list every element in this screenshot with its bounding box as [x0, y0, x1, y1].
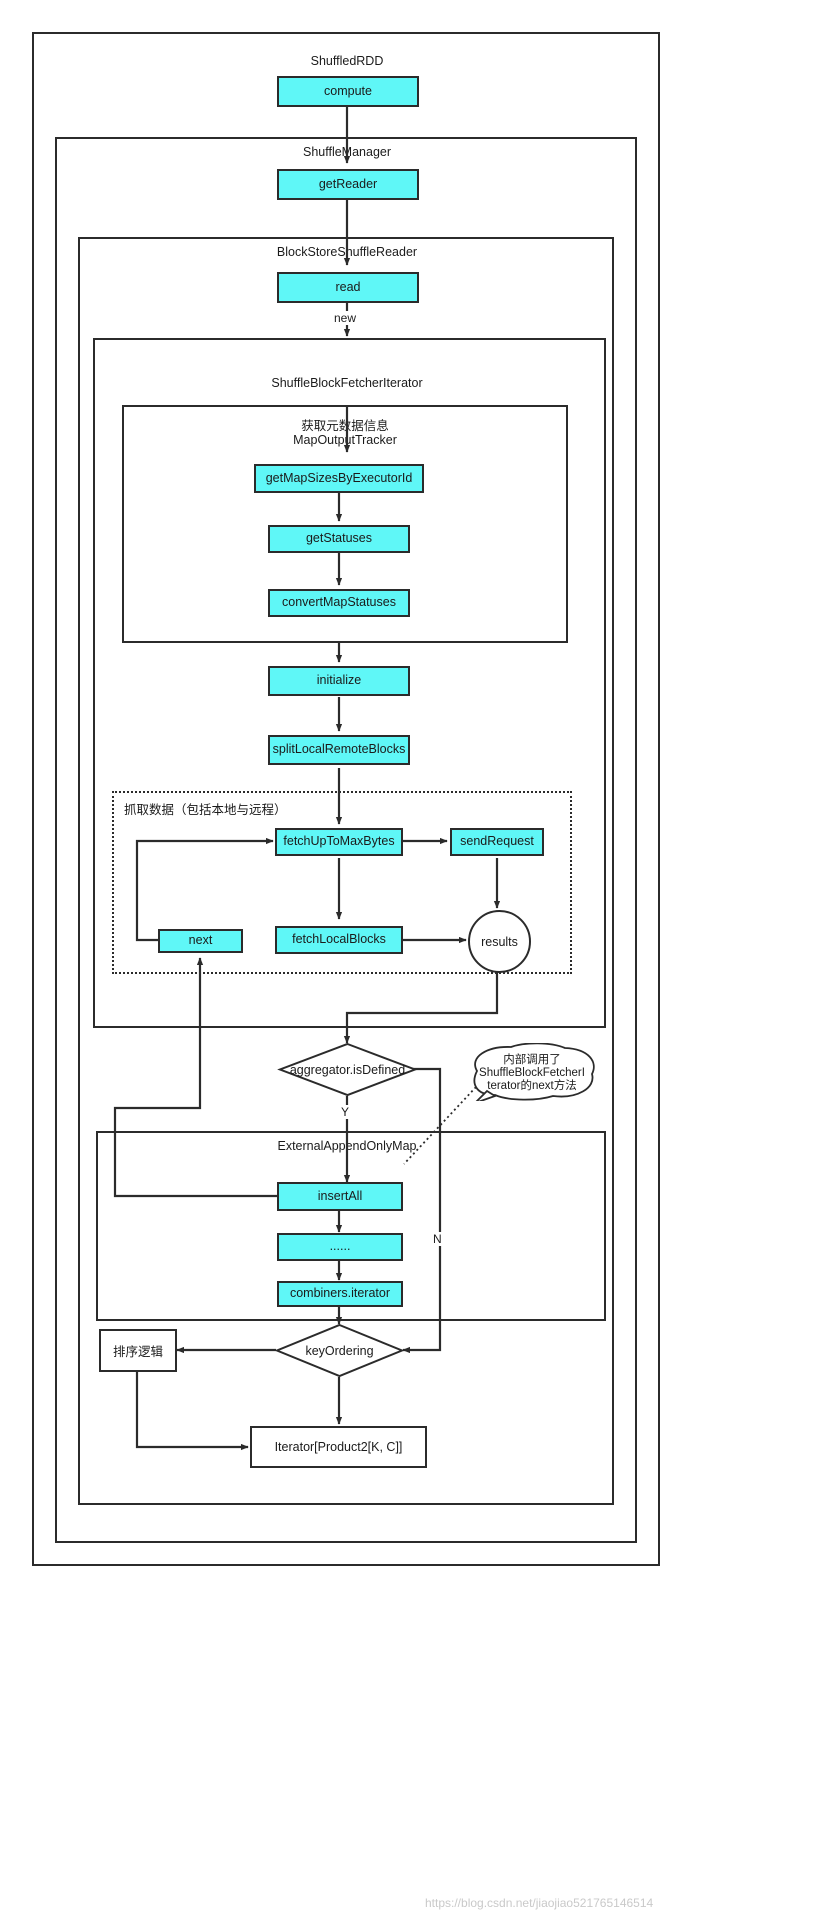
container-external-append-only-map-label: ExternalAppendOnlyMap — [277, 1139, 417, 1153]
container-external-append-only-map — [96, 1131, 606, 1321]
node-insert-all[interactable]: insertAll — [277, 1182, 403, 1211]
edge-label-yes: Y — [340, 1105, 351, 1119]
container-shuffled-rdd-label: ShuffledRDD — [310, 54, 384, 68]
container-map-output-tracker — [122, 405, 568, 643]
node-iterator-product2[interactable]: Iterator[Product2[K, C]] — [250, 1426, 427, 1468]
node-combiners-iterator[interactable]: combiners.iterator — [277, 1281, 403, 1307]
node-initialize[interactable]: initialize — [268, 666, 410, 696]
node-compute[interactable]: compute — [277, 76, 419, 107]
node-ellipsis[interactable]: ...... — [277, 1233, 403, 1261]
container-block-store-shuffle-reader-label: BlockStoreShuffleReader — [276, 245, 418, 259]
node-send-request[interactable]: sendRequest — [450, 828, 544, 856]
node-split-local-remote-blocks[interactable]: splitLocalRemoteBlocks — [268, 735, 410, 765]
node-aggregator-is-defined-label: aggregator.isDefined — [289, 1062, 406, 1077]
node-key-ordering-label: keyOrdering — [305, 1343, 374, 1358]
node-sort-logic[interactable]: 排序逻辑 — [99, 1329, 177, 1372]
container-fetch-group-label: 抓取数据（包括本地与远程） — [124, 803, 287, 817]
node-aggregator-is-defined[interactable]: aggregator.isDefined — [277, 1042, 418, 1097]
edge-label-new: new — [333, 311, 358, 325]
node-fetch-up-to-max-bytes[interactable]: fetchUpToMaxBytes — [275, 828, 403, 856]
node-get-statuses[interactable]: getStatuses — [268, 525, 410, 553]
node-read[interactable]: read — [277, 272, 419, 303]
node-results[interactable]: results — [468, 910, 531, 973]
container-outer — [32, 32, 660, 1566]
watermark: https://blog.csdn.net/jiaojiao5217651465… — [425, 1896, 654, 1910]
node-key-ordering[interactable]: keyOrdering — [274, 1323, 405, 1378]
node-next[interactable]: next — [158, 929, 243, 953]
edge-label-no: N — [432, 1232, 443, 1246]
container-fetch-group — [112, 791, 572, 974]
node-get-reader[interactable]: getReader — [277, 169, 419, 200]
node-convert-map-statuses[interactable]: convertMapStatuses — [268, 589, 410, 617]
node-get-map-sizes-by-executor-id[interactable]: getMapSizesByExecutorId — [254, 464, 424, 493]
container-shuffle-manager-label: ShuffleManager — [302, 145, 392, 159]
node-fetch-local-blocks[interactable]: fetchLocalBlocks — [275, 926, 403, 954]
container-shuffle-block-fetcher-iterator-label: ShuffleBlockFetcherIterator — [271, 376, 423, 390]
